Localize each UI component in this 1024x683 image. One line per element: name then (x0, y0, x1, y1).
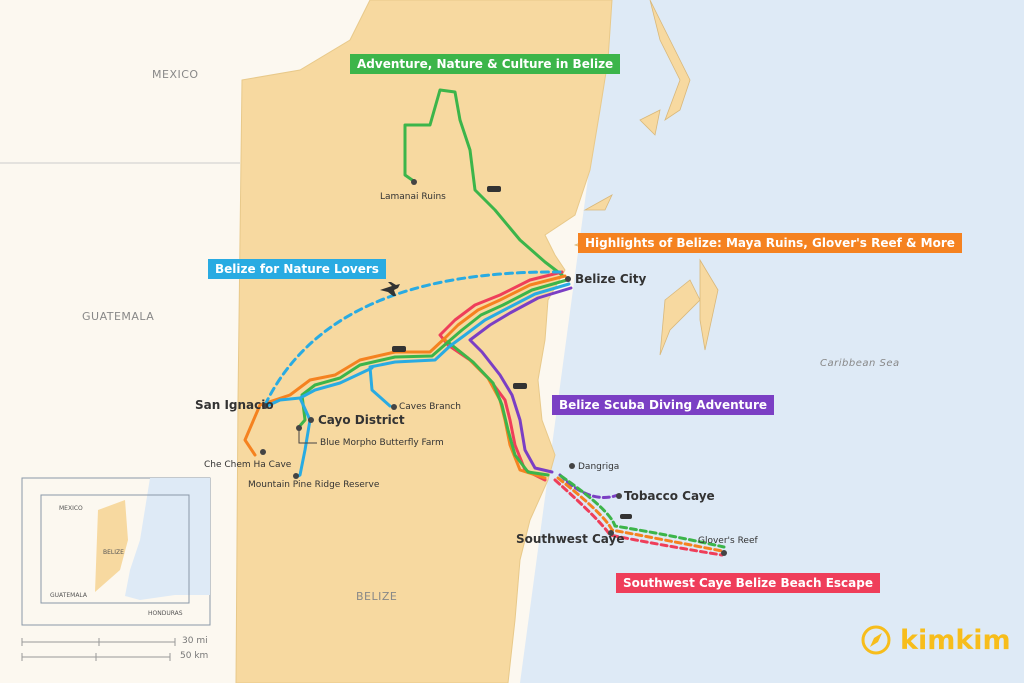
cayes (573, 0, 719, 356)
car-icon (487, 186, 501, 192)
place-che-chem-ha: Che Chem Ha Cave (204, 460, 292, 470)
transport-icons (380, 186, 632, 519)
land-belize (235, 0, 613, 683)
car-icon (392, 346, 406, 352)
scale-bars (21, 638, 176, 661)
brand-logo[interactable]: kimkim (860, 624, 1011, 656)
inset-label-guatemala: GUATEMALA (50, 592, 88, 599)
inset-map (21, 477, 211, 626)
route-flight (263, 270, 562, 407)
label-caribbean-sea: Caribbean Sea (820, 358, 900, 369)
place-belize-city: Belize City (575, 272, 647, 286)
place-tobacco-caye: Tobacco Caye (624, 489, 715, 503)
place-dots (260, 179, 727, 556)
place-butterfly-farm: Blue Morpho Butterfly Farm (320, 438, 444, 448)
brand-name: kimkim (900, 624, 1011, 656)
scale-km: 50 km (180, 651, 209, 661)
place-san-ignacio: San Ignacio (195, 398, 274, 412)
label-mexico: MEXICO (152, 68, 199, 81)
place-southwest-caye: Southwest Caye (516, 532, 625, 546)
compass-icon (861, 625, 891, 655)
boat-icon (620, 514, 632, 519)
car-icon (513, 383, 527, 389)
route-purple (468, 286, 573, 474)
plane-icon (380, 282, 400, 296)
itinerary-tag-nature[interactable]: Belize for Nature Lovers (208, 259, 386, 279)
route-boat-orange (556, 476, 724, 553)
route-boat-red (553, 478, 724, 557)
place-dangriga: Dangriga (578, 462, 620, 472)
route-green-south (296, 278, 569, 477)
route-boat-green (559, 474, 726, 549)
place-lamanai: Lamanai Ruins (380, 192, 446, 202)
routes (243, 88, 726, 557)
itinerary-tag-adventure[interactable]: Adventure, Nature & Culture in Belize (350, 54, 621, 74)
label-guatemala: GUATEMALA (82, 310, 155, 323)
itinerary-tag-highlights[interactable]: Highlights of Belize: Maya Ruins, Glover… (578, 233, 962, 253)
place-caves-branch: Caves Branch (399, 402, 461, 412)
place-cayo-district: Cayo District (318, 413, 405, 427)
itinerary-tag-scuba[interactable]: Belize Scuba Diving Adventure (552, 395, 775, 415)
inset-label-belize: BELIZE (103, 549, 124, 556)
label-belize: BELIZE (356, 590, 398, 603)
route-green (403, 88, 564, 277)
scale-miles: 30 mi (182, 636, 208, 646)
inset-label-honduras: HONDURAS (148, 610, 183, 617)
place-glovers-reef: Glover's Reef (698, 536, 758, 546)
leader-line (298, 428, 317, 444)
place-mountain-pine-ridge: Mountain Pine Ridge Reserve (248, 480, 380, 490)
itinerary-tag-beach[interactable]: Southwest Caye Belize Beach Escape (616, 573, 880, 593)
route-blue (263, 282, 571, 479)
inset-label-mexico: MEXICO (59, 505, 83, 512)
